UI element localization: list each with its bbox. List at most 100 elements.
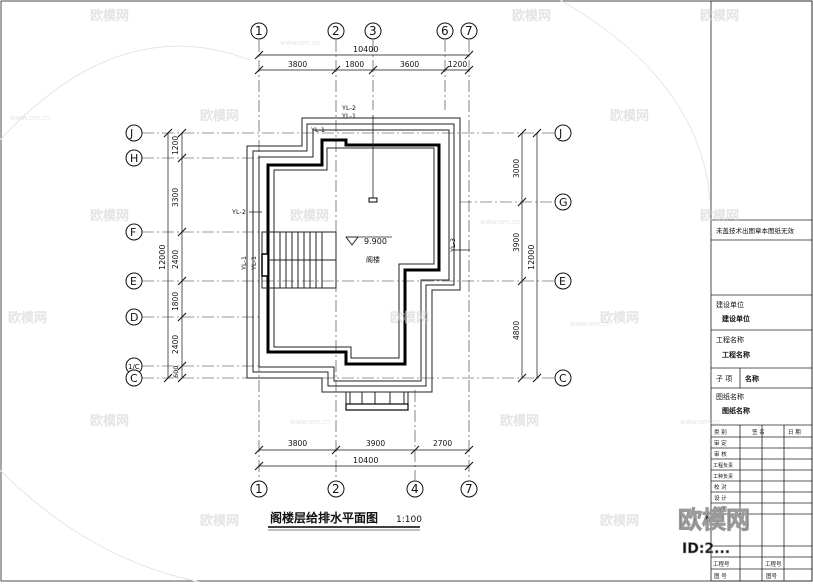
axis-label: H [130,152,138,165]
pipe-label: YL-1 [341,112,356,120]
pipe-label: YL-1 [240,256,248,271]
dim-total-left: 12000 [158,245,167,270]
axis-label: 6 [441,24,449,38]
dim-seg-right: 3900 [512,233,521,252]
sub-item-label: 子 项 [716,375,732,383]
dim-seg-left: 2400 [171,335,180,354]
axis-label: 7 [465,24,473,38]
watermark-site: www.om.cn [10,114,50,122]
dim-seg-bottom: 3800 [288,439,307,448]
elevation-label: 9.900 [364,237,387,246]
watermark-site: www.om.cn [570,320,610,328]
dims-top: 10400 3800 1800 3600 1200 [254,45,474,75]
drawing-scale: 1:100 [396,515,422,525]
axis-bubbles-top: 1 2 3 6 7 [250,22,478,40]
dim-seg-left: 1800 [171,292,180,311]
dim-seg-left: 2400 [171,250,180,269]
title-block: 未盖技术出图章本图纸无效 建设单位 建设单位 工程名称 工程名称 子 项 名称 … [710,0,813,582]
build-unit-value: 建设单位 [722,314,750,323]
watermark-site: www.om.cn [280,39,320,47]
background-arcs [0,0,711,583]
dim-total-bottom: 10400 [353,456,378,465]
axis-label: 7 [465,482,473,496]
sign-row: 工种负责 [713,473,733,480]
pipe-labels: YL-2 YL-1 YL-1 YL-2 YL-3 YL-1 YL-1 [231,104,457,271]
pipe-label: YL-2 [231,208,246,216]
sign-row: 工程负责 [713,462,733,469]
pipe-label: YL-1 [250,256,258,271]
axis-label: 3 [369,24,377,38]
dim-seg-left: 600 [172,366,180,378]
watermark-site: www.om.cn [680,418,720,426]
balcony [345,391,409,411]
building-outline [246,115,470,411]
watermark-site: www.om.cn [480,218,520,226]
watermark-brand: 欧模网 [500,413,539,429]
dim-seg-left: 3300 [171,188,180,207]
axis-label: J [558,127,562,140]
sign-header: 日 期 [788,429,801,436]
dim-seg-top: 3600 [400,60,419,69]
drawing-name-label: 图纸名称 [716,392,744,401]
pipe-label: YL-2 [341,104,356,112]
stair [261,231,337,289]
dim-seg-right: 4800 [512,321,521,340]
drawing-name-value: 图纸名称 [722,406,750,415]
axis-label: 1/C [128,363,140,371]
axis-label: 1 [255,482,263,496]
axis-label: 1 [255,24,263,38]
dims-left: 12000 1200 3300 2400 1800 2400 600 [158,128,187,383]
title-block-note: 未盖技术出图章本图纸无效 [716,226,795,235]
room-label: 阁楼 [366,255,380,264]
watermark-brand: 欧模网 [90,8,129,24]
dim-seg-top: 1800 [345,60,364,69]
signature-table: 类 别 签 名 日 期 审 定 审 核 工程负责 工种负责 校 对 设 计 制 … [711,425,812,581]
axis-label: D [130,311,138,324]
watermark-id: ID:2... [682,541,730,557]
bottom-label: 图 号 [714,572,727,580]
project-name-label: 工程名称 [716,335,744,344]
watermark-brand: 欧模网 [8,310,47,326]
watermark-brand: 欧模网 [90,208,129,224]
watermark-site: www.om.cn [290,418,330,426]
dim-seg-bottom: 2700 [433,439,452,448]
watermark-brand: 欧模网 [512,8,551,24]
drawing-title: 阁楼层给排水平面图 [270,510,378,525]
watermark-big: 欧模网 [678,506,750,534]
watermarks-site: www.om.cn www.om.cn www.om.cn www.om.cn … [10,39,720,426]
dim-total-top: 10400 [353,45,378,54]
sub-item-value: 名称 [745,374,759,383]
dim-total-right: 12000 [527,245,536,270]
axis-bubbles-bottom: 1 2 4 7 [250,480,478,498]
sign-row: 设 计 [714,494,727,502]
pipe-label: YL-1 [310,126,325,134]
watermark-brand: 欧模网 [390,310,429,326]
dims-bottom: 3800 3900 2700 10400 [254,439,474,471]
watermark-brand: 欧模网 [200,513,239,529]
watermarks: 欧模网 欧模网 欧模网 欧模网 欧模网 欧模网 欧模网 欧模网 欧模网 欧模网 … [8,8,739,529]
axis-bubbles-right: J G E C [554,124,572,387]
sign-row: 审 核 [714,450,727,458]
watermark-brand: 欧模网 [700,8,739,24]
bottom-label: 工程号 [713,560,730,568]
sign-row: 制 图 [714,505,727,513]
watermark-brand: 欧模网 [600,310,639,326]
dim-seg-top: 1200 [448,60,467,69]
axis-label: 4 [411,482,419,496]
sign-header: 签 名 [752,428,765,436]
bottom-label: 工程号 [765,560,782,568]
watermark-brand: 欧模网 [600,513,639,529]
attic-wall [266,138,441,366]
axis-bubbles-left: J H F E D 1/C C [125,124,143,387]
axis-label: 2 [332,24,340,38]
axis-label: G [559,196,568,209]
axis-label: C [130,372,138,385]
watermark-brand: 欧模网 [200,108,239,124]
dim-seg-left: 1200 [171,136,180,155]
build-unit-label: 建设单位 [716,300,744,309]
dims-right: 3000 3900 4800 12000 [512,128,542,383]
axis-label: F [130,226,136,239]
axis-label: E [559,275,566,288]
